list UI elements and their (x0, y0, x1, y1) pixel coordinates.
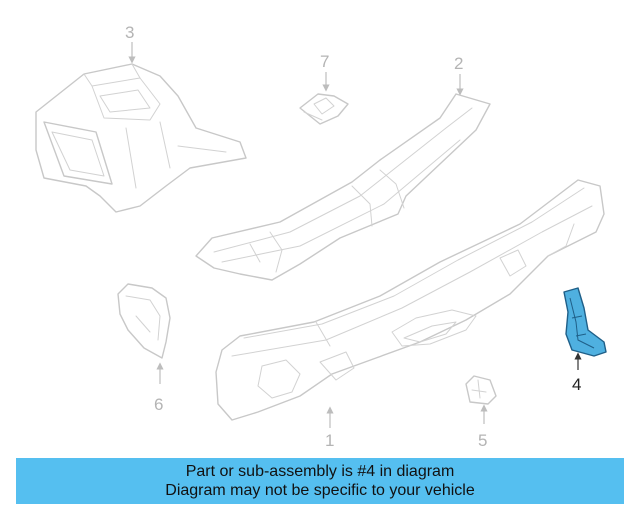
part-5-bracket[interactable] (465, 375, 497, 405)
callout-6-label: 6 (154, 395, 163, 414)
callout-7-label: 7 (320, 52, 329, 71)
callout-4-label: 4 (572, 375, 581, 394)
callout-3-label: 3 (125, 23, 134, 42)
part-3-quarter-inner-panel[interactable] (35, 63, 247, 213)
info-banner: Part or sub-assembly is #4 in diagram Di… (16, 458, 624, 504)
parts-diagram: 3 7 2 6 1 5 (35, 23, 607, 450)
callout-2-label: 2 (454, 54, 463, 73)
banner-line-2: Diagram may not be specific to your vehi… (165, 482, 475, 499)
banner-line-1: Part or sub-assembly is #4 in diagram (185, 463, 455, 480)
callout-1-label: 1 (325, 431, 334, 450)
part-4-bracket-highlighted[interactable] (563, 287, 607, 357)
part-2-crossmember[interactable] (195, 93, 491, 281)
callout-5-label: 5 (478, 431, 487, 450)
part-6-bracket[interactable] (117, 283, 171, 359)
part-7-bracket[interactable] (299, 93, 349, 125)
part-1-rear-body-panel[interactable] (215, 179, 605, 421)
